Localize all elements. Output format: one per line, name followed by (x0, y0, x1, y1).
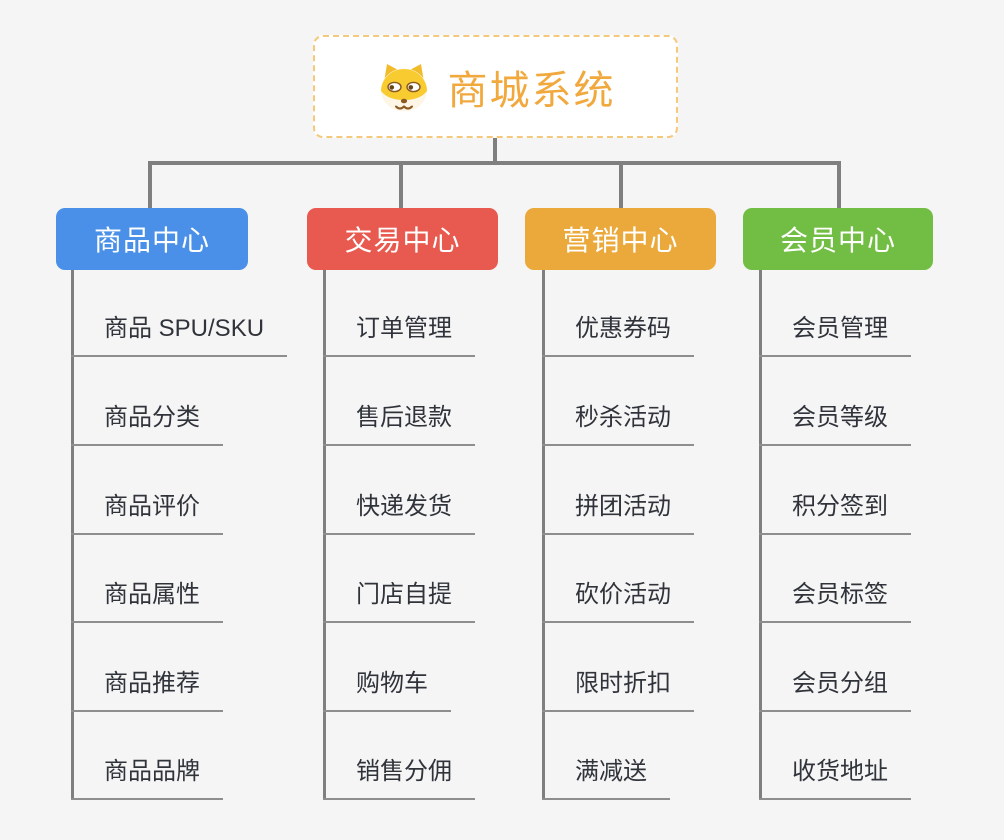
leaf-node[interactable]: 订单管理 (323, 311, 475, 357)
root-node[interactable]: 商城系统 (313, 35, 678, 138)
branch-trade-center[interactable]: 交易中心 (307, 208, 498, 270)
leaf-node[interactable]: 满减送 (542, 754, 670, 800)
connector-drop-product (148, 161, 152, 208)
connector-spine (71, 270, 74, 800)
leaf-node[interactable]: 商品 SPU/SKU (71, 311, 288, 357)
leaf-node[interactable]: 商品推荐 (71, 666, 223, 712)
leaf-node[interactable]: 门店自提 (323, 577, 475, 623)
leaf-node[interactable]: 售后退款 (323, 400, 475, 446)
branch-marketing-center[interactable]: 营销中心 (525, 208, 716, 270)
leaf-node[interactable]: 快递发货 (323, 489, 475, 535)
leaf-node[interactable]: 收货地址 (759, 754, 911, 800)
leaf-node[interactable]: 会员标签 (759, 577, 911, 623)
branch-member-center[interactable]: 会员中心 (743, 208, 933, 270)
connector-spine (759, 270, 762, 800)
leaf-node[interactable]: 积分签到 (759, 489, 911, 535)
leaf-node[interactable]: 会员等级 (759, 400, 911, 446)
leaf-node[interactable]: 销售分佣 (323, 754, 475, 800)
connector-spine (542, 270, 545, 800)
leaf-node[interactable]: 商品评价 (71, 489, 223, 535)
leaf-node[interactable]: 拼团活动 (542, 489, 694, 535)
connector-spine (323, 270, 326, 800)
leaf-node[interactable]: 优惠券码 (542, 311, 694, 357)
leaf-node[interactable]: 会员分组 (759, 666, 911, 712)
leaf-node[interactable]: 商品品牌 (71, 754, 223, 800)
leaf-node[interactable]: 砍价活动 (542, 577, 694, 623)
root-title: 商城系统 (447, 68, 616, 113)
leaf-node[interactable]: 商品分类 (71, 400, 223, 446)
connector-root-drop (493, 138, 497, 164)
leaf-node[interactable]: 购物车 (323, 666, 451, 712)
leaf-node[interactable]: 限时折扣 (542, 666, 694, 712)
dog-face-icon (380, 63, 427, 111)
leaf-node[interactable]: 商品属性 (71, 577, 223, 623)
connector-drop-marketing (619, 161, 623, 208)
connector-drop-trade (399, 161, 403, 208)
branch-product-center[interactable]: 商品中心 (56, 208, 248, 270)
connector-drop-member (837, 161, 841, 208)
leaf-node[interactable]: 会员管理 (759, 311, 911, 357)
leaf-node[interactable]: 秒杀活动 (542, 400, 694, 446)
connector-bus (148, 161, 841, 165)
